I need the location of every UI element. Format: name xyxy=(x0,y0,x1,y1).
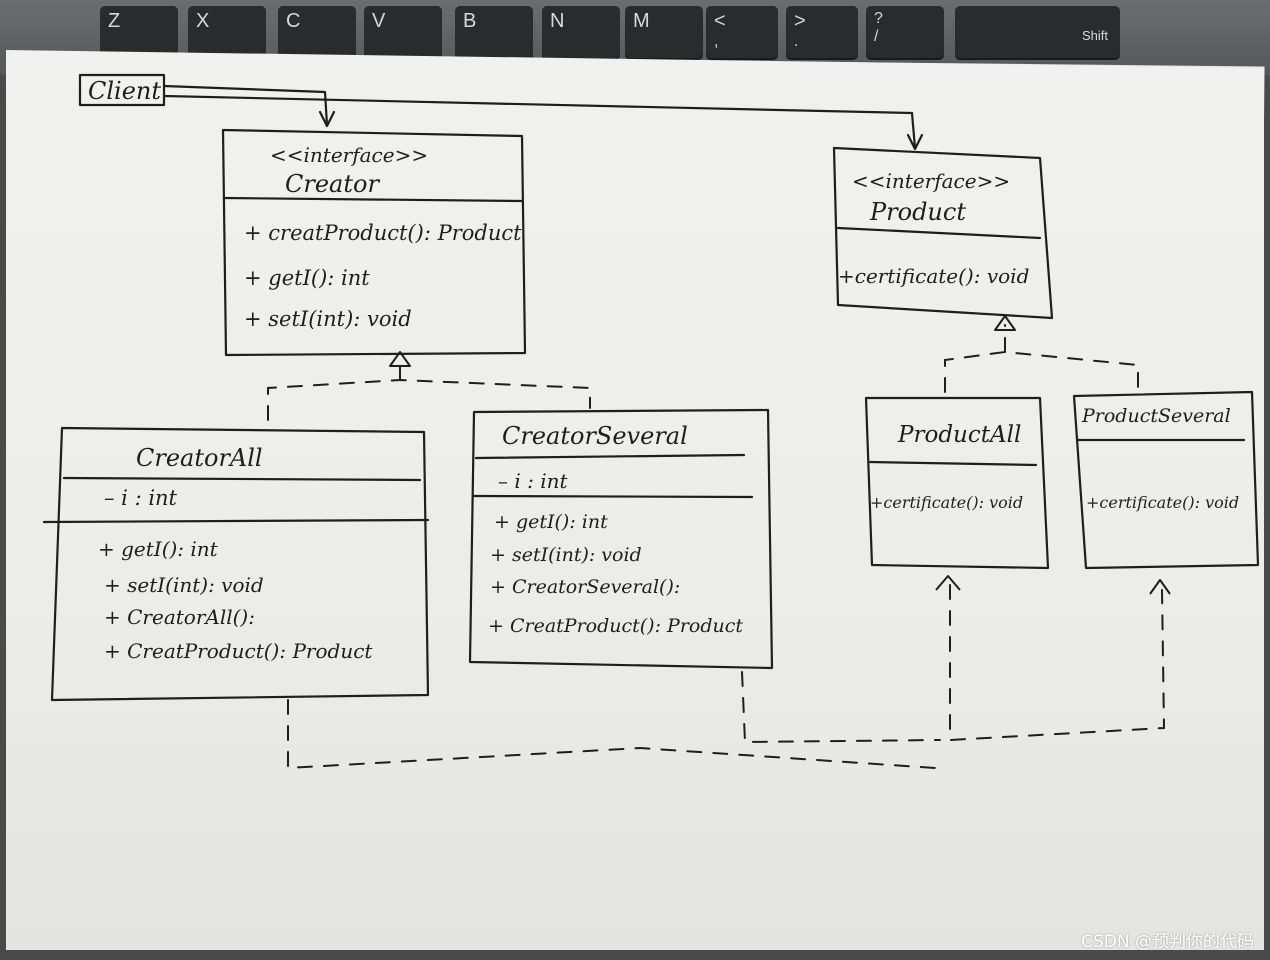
key-comma: < , xyxy=(706,6,778,58)
client-to-creator-arrowhead xyxy=(318,110,336,128)
creator-several-box xyxy=(468,408,774,670)
creator-all-box xyxy=(42,426,430,702)
key-z: Z xyxy=(100,6,178,58)
creator-stereotype: <<interface>> xyxy=(270,143,428,167)
creator-method-2: + getI(): int xyxy=(244,266,370,290)
client-to-product-arrowhead xyxy=(906,133,924,151)
keyboard: Z X C V B N M < , > . ? / Shift xyxy=(0,0,1270,75)
key-period: > . xyxy=(786,6,858,58)
creator-several-method-2: + setI(int): void xyxy=(490,544,642,566)
productall-productseveral-dependency xyxy=(949,584,1166,742)
creator-several-method-4: + CreatProduct(): Product xyxy=(488,615,743,637)
creator-all-method-1: + getI(): int xyxy=(98,537,219,561)
creatorall-to-productall-dependency xyxy=(287,699,936,770)
key-comma-upper: < xyxy=(714,10,726,32)
creator-several-method-3: + CreatorSeveral(): xyxy=(490,576,680,598)
key-b: B xyxy=(455,6,533,58)
key-period-upper: > xyxy=(794,10,806,32)
key-m: M xyxy=(625,6,703,58)
client-to-creator-arrow xyxy=(162,84,329,127)
creator-all-method-4: + CreatProduct(): Product xyxy=(104,639,373,663)
product-several-box xyxy=(1072,390,1260,570)
product-several-method-1: +certificate(): void xyxy=(1086,493,1239,512)
product-method-1: +certificate(): void xyxy=(838,264,1029,288)
client-label: Client xyxy=(88,77,161,105)
creator-interface-box xyxy=(221,128,527,357)
product-all-method-1: +certificate(): void xyxy=(870,493,1023,512)
creator-realization-dashed xyxy=(267,378,591,421)
creator-method-3: + setI(int): void xyxy=(244,307,412,331)
key-v: V xyxy=(364,6,442,58)
key-comma-lower: , xyxy=(714,33,719,50)
key-x: X xyxy=(188,6,266,58)
creator-all-field-1: – i : int xyxy=(104,486,178,510)
product-several-name: ProductSeveral xyxy=(1081,405,1231,427)
key-shift: Shift xyxy=(955,6,1120,58)
watermark: CSDN @预判你的代码 xyxy=(1081,932,1254,952)
creatorseveral-dependency xyxy=(741,671,941,744)
product-all-name: ProductAll xyxy=(897,422,1021,448)
product-interface-box xyxy=(832,146,1054,320)
product-all-box xyxy=(864,396,1050,570)
key-c: C xyxy=(278,6,356,58)
paper-sheet xyxy=(6,50,1264,950)
key-period-lower: . xyxy=(794,33,799,50)
productseveral-dependency-arrowhead xyxy=(1149,579,1171,595)
product-stereotype: <<interface>> xyxy=(852,169,1010,193)
creator-realization-arrowhead xyxy=(389,351,411,367)
client-box xyxy=(78,73,166,107)
product-realization-dashed xyxy=(944,350,1139,393)
creator-name: Creator xyxy=(285,170,380,198)
key-slash: ? / xyxy=(866,6,944,58)
creator-several-name: CreatorSeveral xyxy=(502,422,688,450)
key-slash-upper: ? xyxy=(874,10,883,27)
creator-several-field-1: – i : int xyxy=(498,469,568,493)
creator-all-method-3: + CreatorAll(): xyxy=(104,605,255,629)
product-name: Product xyxy=(869,198,966,226)
client-to-product-arrow xyxy=(162,94,917,150)
key-n: N xyxy=(542,6,620,58)
creator-several-method-1: + getI(): int xyxy=(494,511,608,533)
creator-all-name: CreatorAll xyxy=(136,444,263,472)
key-slash-lower: / xyxy=(874,28,879,45)
productall-dependency-arrowhead xyxy=(935,575,961,591)
product-realization-arrowhead xyxy=(994,315,1016,331)
creator-method-1: + creatProduct(): Product xyxy=(244,221,522,245)
creator-all-method-2: + setI(int): void xyxy=(104,573,264,597)
